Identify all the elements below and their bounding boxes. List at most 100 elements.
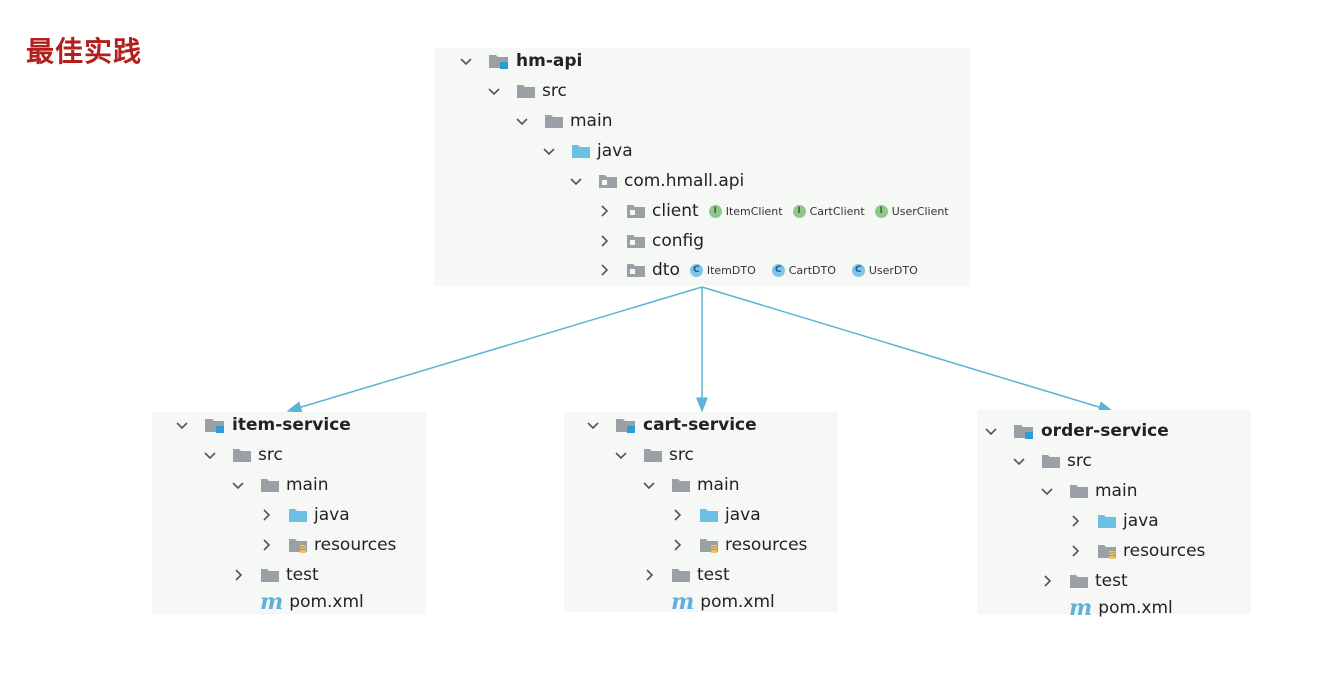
chevron-down-icon[interactable] bbox=[641, 477, 657, 493]
maven-icon: m bbox=[1069, 595, 1093, 621]
source-folder-icon bbox=[1097, 513, 1117, 529]
folder-label: resources bbox=[725, 535, 808, 555]
chevron-down-icon[interactable] bbox=[486, 83, 502, 99]
tree-row-resources[interactable]: resources bbox=[258, 530, 396, 560]
module-name: item-service bbox=[232, 415, 351, 435]
tree-row-service-root[interactable]: item-service bbox=[174, 410, 351, 440]
chevron-right-icon[interactable] bbox=[596, 262, 612, 278]
chevron-right-icon[interactable] bbox=[596, 203, 612, 219]
module-folder-icon bbox=[1013, 422, 1035, 440]
folder-label: test bbox=[697, 565, 730, 585]
module-name: cart-service bbox=[643, 415, 757, 435]
resources-folder-icon bbox=[1097, 543, 1117, 559]
module-name: order-service bbox=[1041, 421, 1169, 441]
chevron-right-icon[interactable] bbox=[258, 537, 274, 553]
folder-label: src bbox=[542, 81, 567, 101]
file-label: pom.xml bbox=[289, 592, 364, 612]
module-name: hm-api bbox=[516, 51, 583, 71]
tree-row-src[interactable]: src bbox=[486, 76, 567, 106]
tree-row-main[interactable]: main bbox=[1039, 476, 1137, 506]
folder-label: java bbox=[597, 141, 633, 161]
chevron-down-icon[interactable] bbox=[514, 113, 530, 129]
folder-label: dto bbox=[652, 260, 680, 280]
chevron-down-icon[interactable] bbox=[230, 477, 246, 493]
chevron-right-icon[interactable] bbox=[669, 537, 685, 553]
folder-label: main bbox=[1095, 481, 1138, 501]
chevron-right-icon[interactable] bbox=[1067, 513, 1083, 529]
arrow-to-item-service bbox=[286, 286, 703, 413]
chevron-down-icon[interactable] bbox=[1011, 453, 1027, 469]
arrow-to-order-service bbox=[701, 286, 1114, 413]
tree-row-src[interactable]: src bbox=[613, 440, 694, 470]
tree-row-package[interactable]: com.hmall.api bbox=[568, 166, 744, 196]
folder-icon bbox=[643, 447, 663, 463]
tree-row-main[interactable]: main bbox=[230, 470, 328, 500]
chevron-down-icon[interactable] bbox=[458, 53, 474, 69]
chevron-right-icon[interactable] bbox=[1067, 543, 1083, 559]
badge-label: UserDTO bbox=[868, 263, 918, 277]
folder-icon bbox=[260, 567, 280, 583]
package-folder-icon bbox=[626, 233, 646, 249]
tree-row-service-root[interactable]: cart-service bbox=[585, 410, 757, 440]
tree-row-resources[interactable]: resources bbox=[1067, 536, 1205, 566]
module-folder-icon bbox=[204, 416, 226, 434]
chevron-right-icon[interactable] bbox=[258, 507, 274, 523]
class-icon: C bbox=[851, 263, 865, 277]
class-icon: C bbox=[689, 263, 703, 277]
tree-row-test[interactable]: test bbox=[1039, 566, 1128, 596]
tree-row-service-root[interactable]: order-service bbox=[983, 416, 1169, 446]
tree-row-src[interactable]: src bbox=[1011, 446, 1092, 476]
tree-row-config[interactable]: config bbox=[596, 226, 704, 256]
interface-icon: I bbox=[792, 204, 806, 218]
tree-row-java[interactable]: java bbox=[1067, 506, 1159, 536]
chevron-down-icon[interactable] bbox=[613, 447, 629, 463]
chevron-right-icon[interactable] bbox=[230, 567, 246, 583]
resources-folder-icon bbox=[699, 537, 719, 553]
chevron-right-icon[interactable] bbox=[641, 567, 657, 583]
file-label: pom.xml bbox=[700, 592, 775, 612]
folder-label: java bbox=[1123, 511, 1159, 531]
badge-label: CartClient bbox=[809, 204, 865, 218]
maven-icon: m bbox=[260, 589, 284, 615]
chevron-down-icon[interactable] bbox=[585, 417, 601, 433]
tree-row-src[interactable]: src bbox=[202, 440, 283, 470]
tree-row-test[interactable]: test bbox=[230, 560, 319, 590]
folder-label: test bbox=[286, 565, 319, 585]
tree-row-resources[interactable]: resources bbox=[669, 530, 807, 560]
folder-icon bbox=[516, 83, 536, 99]
folder-icon bbox=[232, 447, 252, 463]
tree-row-main[interactable]: main bbox=[641, 470, 739, 500]
tree-row-java[interactable]: java bbox=[541, 136, 633, 166]
chevron-right-icon[interactable] bbox=[1039, 573, 1055, 589]
tree-row-java[interactable]: java bbox=[258, 500, 350, 530]
tree-row-hm-api[interactable]: hm-api bbox=[458, 46, 582, 76]
tree-row-test[interactable]: test bbox=[641, 560, 730, 590]
chevron-right-icon[interactable] bbox=[669, 507, 685, 523]
chevron-down-icon[interactable] bbox=[174, 417, 190, 433]
chevron-right-icon[interactable] bbox=[596, 233, 612, 249]
chevron-down-icon[interactable] bbox=[568, 173, 584, 189]
service-module-panel bbox=[977, 410, 1251, 614]
folder-label: test bbox=[1095, 571, 1128, 591]
interface-icon: I bbox=[874, 204, 888, 218]
chevron-down-icon[interactable] bbox=[983, 423, 999, 439]
tree-row-java[interactable]: java bbox=[669, 500, 761, 530]
chevron-down-icon[interactable] bbox=[541, 143, 557, 159]
source-folder-icon bbox=[288, 507, 308, 523]
package-folder-icon bbox=[626, 203, 646, 219]
chevron-down-icon[interactable] bbox=[1039, 483, 1055, 499]
chevron-down-icon[interactable] bbox=[202, 447, 218, 463]
tree-row-main[interactable]: main bbox=[514, 106, 612, 136]
page-title: 最佳实践 bbox=[26, 35, 143, 68]
